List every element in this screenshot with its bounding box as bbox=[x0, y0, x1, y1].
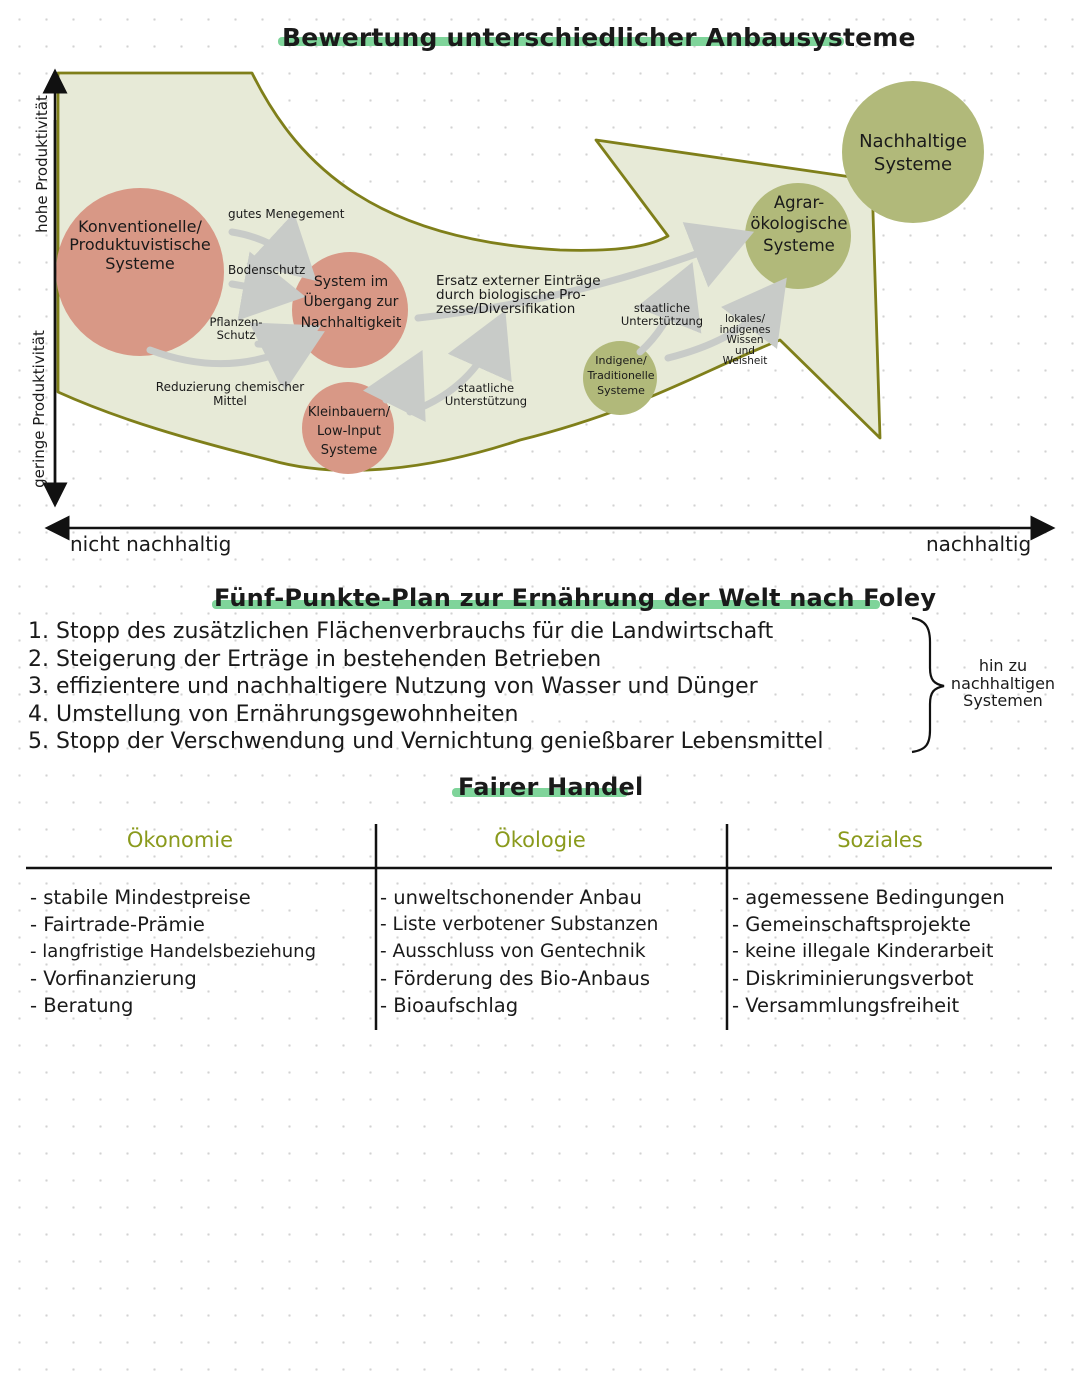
sustainable-systems-circle bbox=[842, 81, 984, 223]
list-item: - Gemeinschaftsprojekte bbox=[732, 913, 971, 936]
y-axis-label-high: hohe Produktivität bbox=[33, 95, 51, 233]
list-item: - unweltschonender Anbau bbox=[380, 886, 642, 909]
label-state-support-1: staatliche Unterstützung bbox=[444, 381, 528, 409]
list-item: - Förderung des Bio-Anbaus bbox=[380, 967, 651, 990]
x-axis-label-left: nicht nachhaltig bbox=[70, 532, 232, 556]
list-item: - stabile Mindestpreise bbox=[30, 886, 251, 909]
label-local-knowledge: lokales/ indigenes Wissen und Weisheit bbox=[719, 313, 771, 367]
list-item: - keine illegale Kinderarbeit bbox=[732, 940, 994, 962]
list-item: - agemessene Bedingungen bbox=[732, 886, 1005, 909]
plan-list: 1. Stopp des zusätzlichen Flächenverbrau… bbox=[28, 618, 823, 756]
arrow-soil bbox=[228, 251, 306, 321]
list-item: - Diskriminierungsverbot bbox=[732, 967, 974, 990]
plan-item: 5. Stopp der Verschwendung und Vernichtu… bbox=[28, 729, 824, 754]
label-plant: Pflanzen- Schutz bbox=[209, 315, 263, 343]
diagram-title: Bewertung unterschiedlicher Anbausysteme bbox=[282, 23, 916, 52]
list-item: - langfristige Handelsbeziehung bbox=[30, 941, 317, 962]
list-item: - Ausschluss von Gentechnik bbox=[380, 941, 646, 962]
label-state-support-2: staatliche Unterstützung bbox=[620, 301, 704, 329]
label-management: gutes Menegement bbox=[228, 207, 345, 221]
list-item: - Versammlungsfreiheit bbox=[732, 994, 960, 1017]
plan-item: 3. effizientere und nachhaltigere Nutzun… bbox=[28, 674, 758, 699]
indigenous-systems-label: Indigene/ Traditionelle Systeme bbox=[587, 354, 655, 397]
arrow-state-support bbox=[636, 262, 702, 356]
indigenous-systems-circle bbox=[583, 341, 657, 415]
economy-column: - stabile Mindestpreise - Fairtrade-Präm… bbox=[30, 884, 316, 1019]
list-item: - Fairtrade-Prämie bbox=[30, 913, 205, 936]
transition-system-label: System im Übergang zur Nachhaltigkeit bbox=[300, 274, 402, 331]
arrow-local-knowledge bbox=[664, 277, 787, 362]
list-item: - Bioaufschlag bbox=[380, 994, 519, 1017]
column-header-social: Soziales bbox=[837, 828, 923, 852]
plan-item: 4. Umstellung von Ernährungsgewohnheiten bbox=[28, 701, 519, 727]
bracket-note: hin zu nachhaltigen Systemen bbox=[950, 656, 1056, 711]
column-header-ecology: Ökologie bbox=[494, 828, 586, 852]
plan-title: Fünf-Punkte-Plan zur Ernährung der Welt … bbox=[214, 584, 937, 612]
title-highlight bbox=[278, 37, 844, 46]
label-chemicals: Reduzierung chemischer Mittel bbox=[155, 380, 305, 408]
ecology-column: - unweltschonender Anbau - Liste verbote… bbox=[380, 884, 658, 1019]
sustainable-systems-label: Nachhaltige Systeme bbox=[859, 131, 967, 176]
agroecological-systems-circle bbox=[745, 183, 851, 289]
label-replacement: Ersatz externer Einträge durch biologisc… bbox=[436, 273, 601, 318]
conventional-systems-label: Konventionelle/ Produktuvistische System… bbox=[69, 217, 211, 273]
label-soil: Bodenschutz bbox=[228, 263, 306, 277]
plan-item: 2. Steigerung der Erträge in bestehenden… bbox=[28, 646, 602, 672]
conventional-systems-circle bbox=[56, 188, 224, 356]
arrow-small-to-transition bbox=[363, 349, 426, 422]
plan-title-highlight bbox=[212, 600, 880, 609]
agroecological-systems-label: Agrar- ökologische Systeme bbox=[750, 193, 848, 255]
list-item: - Vorfinanzierung bbox=[30, 967, 197, 990]
social-column: - agemessene Bedingungen - Gemeinschafts… bbox=[732, 884, 1005, 1019]
arrow-chemicals bbox=[146, 328, 325, 392]
plan-item: 1. Stopp des zusätzlichen Flächenverbrau… bbox=[28, 619, 774, 644]
productivity-sustainability-diagram bbox=[42, 68, 1056, 541]
fair-trade-title: Fairer Handel bbox=[458, 773, 644, 801]
column-header-economy: Ökonomie bbox=[126, 828, 234, 852]
x-axis-label-right: nachhaltig bbox=[926, 532, 1032, 556]
list-item: - Beratung bbox=[30, 994, 134, 1017]
fair-trade-title-highlight bbox=[452, 788, 628, 797]
list-item: - Liste verbotener Substanzen bbox=[380, 914, 659, 935]
smallholder-systems-label: Kleinbauern/ Low-Input Systeme bbox=[307, 405, 391, 458]
y-axis-label-low: geringe Produktivität bbox=[30, 330, 48, 488]
